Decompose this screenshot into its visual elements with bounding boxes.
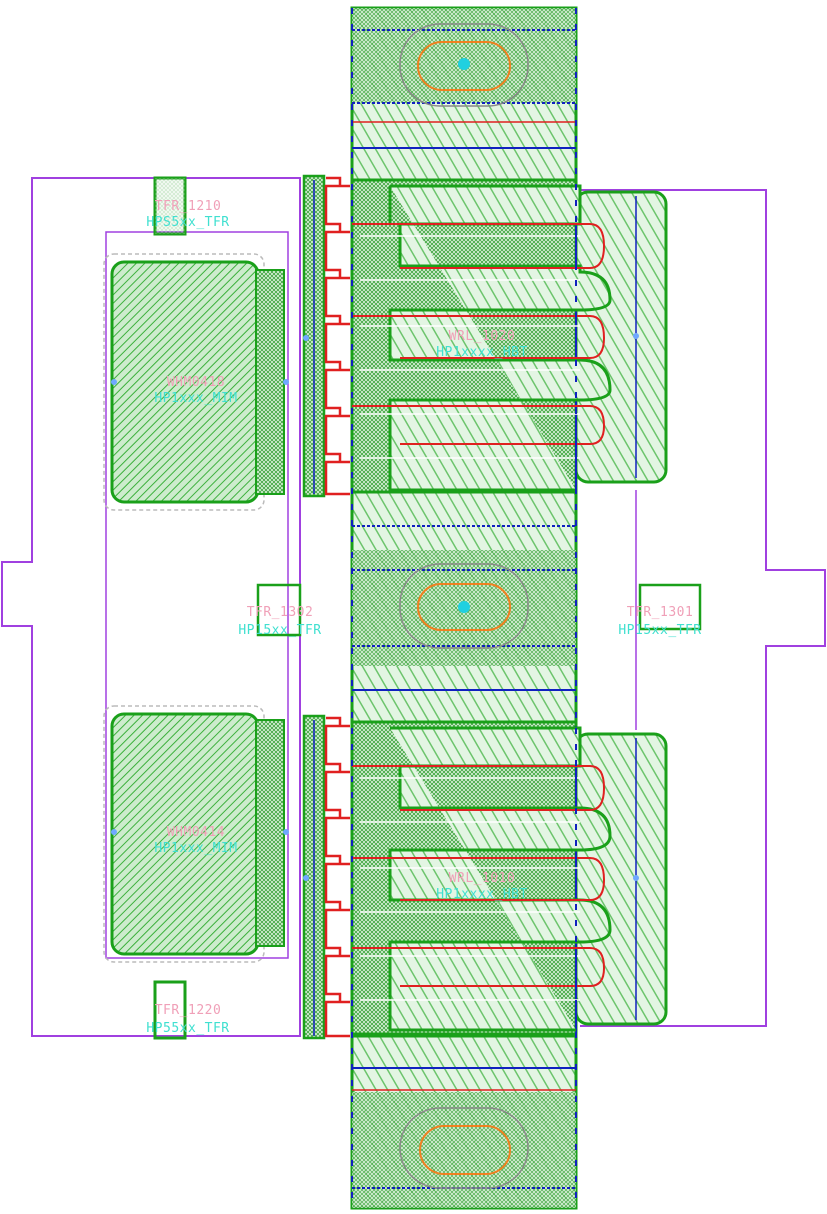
label-name: TFR_1302 xyxy=(247,605,314,620)
label-name: TFR_1220 xyxy=(155,1003,222,1018)
pad-middle xyxy=(350,490,578,724)
tfr-resistor-bottom xyxy=(153,980,187,1040)
label-tfr-mid-left: TFR_1302 HP15xx_TFR xyxy=(238,605,321,638)
ballast-resistors-bottom xyxy=(324,716,350,1038)
label-type: HP15xx_TFR xyxy=(238,623,321,638)
circuit-outline xyxy=(1,177,301,1037)
ballast-resistors-top xyxy=(324,176,350,496)
pad-top xyxy=(350,6,578,182)
label-type: HP1xxx_MIM xyxy=(154,391,237,406)
tfr-resistor-mid-left xyxy=(256,583,302,637)
port-markers xyxy=(111,333,639,881)
label-name: TFR_1210 xyxy=(155,199,222,214)
label-fet-bottom: WRL_1010 HP1xxxx_HBT xyxy=(436,871,528,902)
label-name: WHM0418 xyxy=(167,375,225,390)
tfr-resistor-mid-right xyxy=(638,583,702,631)
inner-outline-left xyxy=(105,231,289,959)
label-name: WRL_1020 xyxy=(449,329,516,344)
hbt-array-top xyxy=(350,178,668,494)
label-cap-top: WHM0418 HP1xxx_MIM xyxy=(154,375,237,406)
label-type: HP1xxx_MIM xyxy=(154,841,237,856)
label-tfr-mid-right: TFR_1301 HP15xx_TFR xyxy=(618,605,701,638)
label-type: HP15xx_TFR xyxy=(618,623,701,638)
via-marker-icon xyxy=(458,601,470,613)
label-type: HP1xxxx_HBT xyxy=(436,345,528,360)
circuit-outline-right xyxy=(580,189,826,1027)
label-type: HP1xxxx_HBT xyxy=(436,887,528,902)
label-name: TFR_1301 xyxy=(627,605,694,620)
label-tfr-bottom: TFR_1220 HP55xx_TFR xyxy=(146,1003,229,1036)
label-name: WHM0414 xyxy=(167,825,225,840)
tfr-resistor-top xyxy=(153,176,187,236)
mim-capacitor-top xyxy=(103,253,285,511)
label-type: HP55xx_TFR xyxy=(146,1021,229,1036)
label-name: WRL_1010 xyxy=(449,871,516,886)
label-fet-top: WRL_1020 HP1xxxx_HBT xyxy=(436,329,528,360)
label-tfr-top: TFR_1210 HPS5xx_TFR xyxy=(146,199,229,230)
label-type: HPS5xx_TFR xyxy=(146,215,229,230)
pad-bottom xyxy=(350,1034,578,1210)
label-cap-bottom: WHM0414 HP1xxx_MIM xyxy=(154,825,237,856)
via-marker-icon xyxy=(458,58,470,70)
hbt-array-bottom xyxy=(350,720,668,1036)
